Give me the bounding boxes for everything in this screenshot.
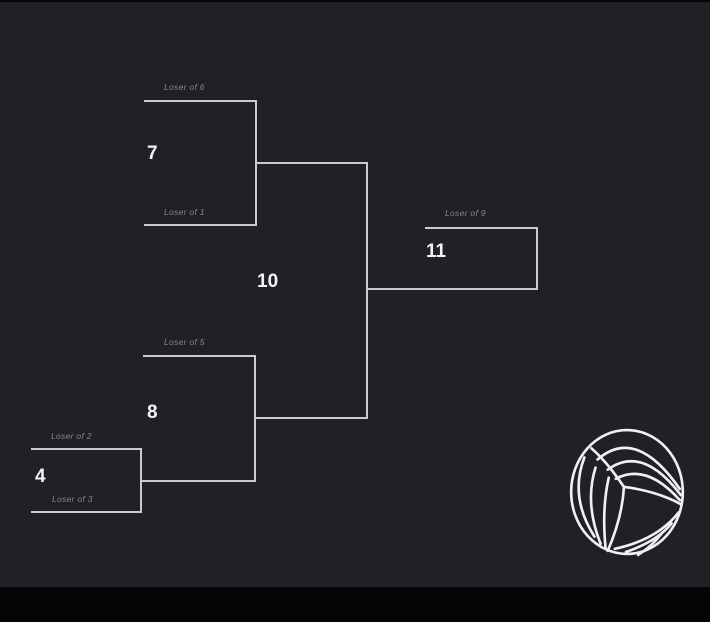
match8-top-seed-label: Loser of 5	[164, 337, 205, 347]
match11-number: 11	[426, 241, 447, 262]
match10-winner-connector	[366, 288, 538, 290]
match11-top-line	[425, 227, 538, 229]
match4-top-seed-label: Loser of 2	[51, 431, 92, 441]
match4-number: 4	[35, 466, 46, 487]
match4-top-line	[31, 448, 142, 450]
volleyball-icon	[569, 428, 685, 557]
match11-right-line	[536, 227, 538, 290]
match11-top-seed-label: Loser of 9	[445, 208, 486, 218]
match4-bottom-seed-label: Loser of 3	[52, 494, 93, 504]
match7-winner-connector	[255, 162, 368, 164]
top-border-bar	[0, 0, 710, 2]
bottom-border-bar	[0, 587, 710, 622]
match4-winner-connector	[140, 480, 256, 482]
match7-number: 7	[147, 143, 158, 164]
match7-top-seed-label: Loser of 6	[164, 82, 205, 92]
match8-winner-connector	[254, 417, 368, 419]
match10-right-line	[366, 162, 368, 419]
match4-bottom-line	[31, 511, 142, 513]
match7-top-line	[144, 100, 257, 102]
match10-number: 10	[257, 271, 279, 292]
match8-number: 8	[147, 402, 158, 423]
match8-top-line	[143, 355, 256, 357]
match7-bottom-line	[144, 224, 257, 226]
match7-bottom-seed-label: Loser of 1	[164, 207, 205, 217]
